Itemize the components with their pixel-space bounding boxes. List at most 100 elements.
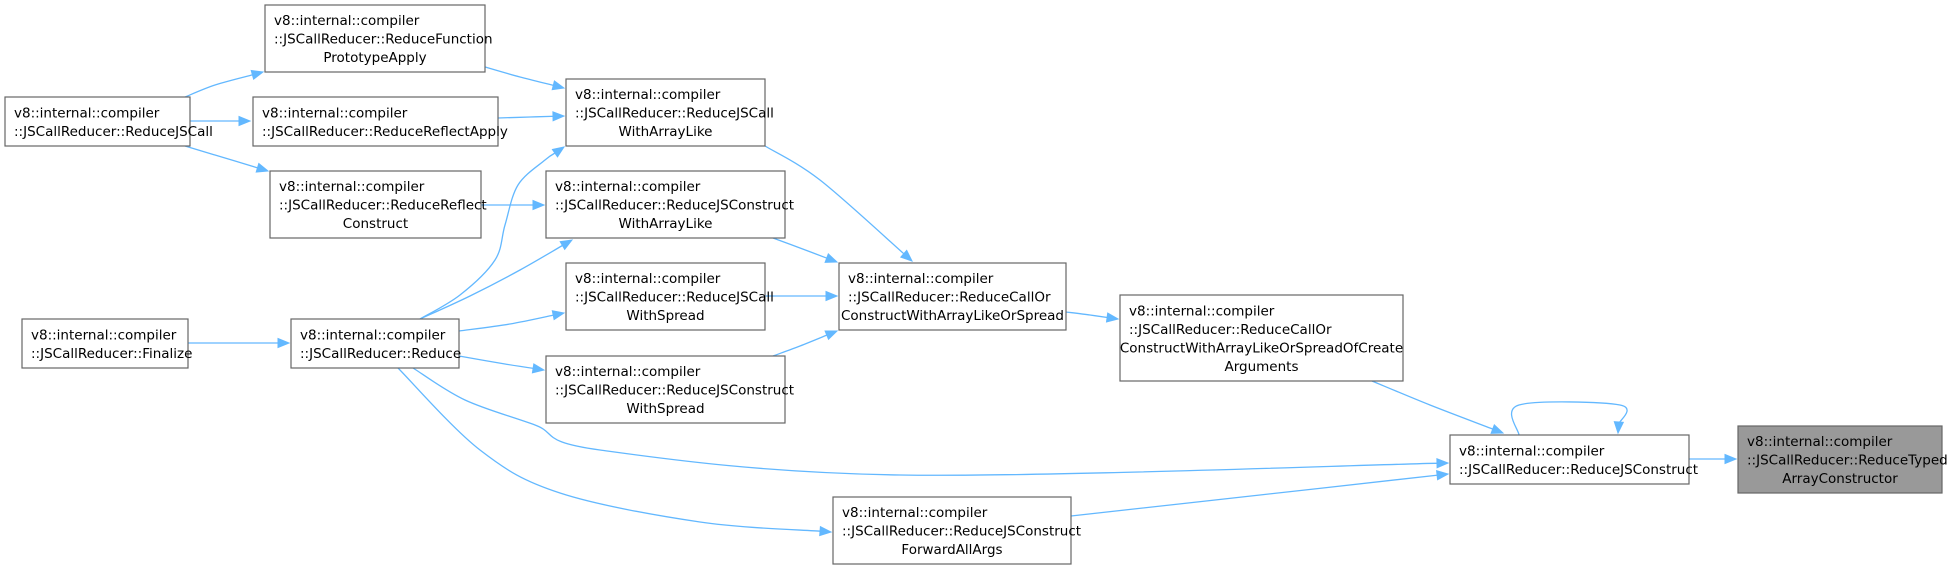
arrowhead-icon: [819, 525, 833, 537]
node-reduceJSCall[interactable]: v8::internal::compiler::JSCallReducer::R…: [4, 96, 213, 147]
node-label-line: ::JSCallReducer::ReduceCallOr: [1129, 322, 1332, 338]
edge-line: [184, 145, 260, 170]
node-box: [565, 262, 766, 331]
arrowhead-icon: [1613, 421, 1625, 435]
arrowhead-icon: [532, 199, 546, 211]
node-box: [832, 496, 1072, 565]
node-label-line: v8::internal::compiler: [1747, 434, 1893, 450]
edge-reduce-to-reduceJSConstruct: [412, 367, 1450, 476]
node-box: [252, 96, 499, 147]
node-label-line: v8::internal::compiler: [14, 105, 160, 121]
edge-line: [484, 66, 556, 87]
edge-reduceReflectApply-to-reduceJSCallWithArrayLike: [497, 111, 566, 122]
node-label-line: v8::internal::compiler: [274, 13, 420, 29]
edge-line: [458, 355, 536, 370]
node-label-line: ConstructWithArrayLikeOrSpreadOfCreate: [1120, 340, 1403, 356]
edge-line: [184, 73, 255, 98]
edge-reduceJSCall-to-reduceReflectApply: [189, 115, 252, 127]
node-label-line: ::JSCallReducer::ReduceReflect: [279, 198, 487, 214]
edge-line: [1371, 380, 1495, 431]
node-reduceJSConstructForwardAllArgs[interactable]: v8::internal::compiler::JSCallReducer::R…: [832, 496, 1081, 565]
node-reduceJSCallWithSpread[interactable]: v8::internal::compiler::JSCallReducer::R…: [565, 262, 774, 331]
node-finalize[interactable]: v8::internal::compiler::JSCallReducer::F…: [21, 318, 192, 369]
arrowhead-icon: [824, 330, 839, 341]
node-label-line: ConstructWithArrayLikeOrSpread: [841, 308, 1064, 324]
node-label-line: Arguments: [1224, 359, 1298, 375]
arrowhead-icon: [1436, 457, 1450, 469]
edge-reduceReflectConstruct-to-reduceJSConstructWithArrayLike: [481, 199, 546, 211]
node-reduceJSCallWithArrayLike[interactable]: v8::internal::compiler::JSCallReducer::R…: [565, 78, 774, 147]
node-reduceCallOrConstructWithArrayLikeOrSpreadOfCreateArguments[interactable]: v8::internal::compiler::JSCallReducer::R…: [1119, 294, 1404, 382]
node-label-line: ::JSCallReducer::ReduceCallOr: [848, 290, 1051, 306]
node-label-line: v8::internal::compiler: [300, 327, 446, 343]
node-label-line: v8::internal::compiler: [1459, 443, 1605, 459]
node-box: [290, 318, 460, 369]
arrowhead-icon: [277, 337, 291, 349]
node-box: [838, 262, 1067, 331]
edge-line: [419, 151, 557, 320]
node-label-line: WithArrayLike: [619, 216, 713, 232]
node-box: [1737, 425, 1943, 494]
edge-reduceJSConstructWithSpread-to-reduceCallOrConstructWithArrayLikeOrSpread: [772, 330, 839, 357]
edge-reduceJSCall-to-reduceReflectConstruct: [184, 145, 270, 173]
node-label-line: WithSpread: [626, 401, 704, 417]
edge-reduce-to-reduceJSConstructForwardAllArgs: [397, 367, 833, 537]
node-label-line: ::JSCallReducer::ReduceJSConstruct: [555, 198, 794, 214]
edge-reduceJSConstruct-to-reduceTypedArrayConstructor: [1689, 453, 1738, 465]
node-label-line: v8::internal::compiler: [279, 179, 425, 195]
arrowhead-icon: [899, 249, 913, 262]
edge-reduceJSConstructForwardAllArgs-to-reduceJSConstruct: [1070, 470, 1450, 517]
node-label-line: v8::internal::compiler: [848, 271, 994, 287]
node-label-line: v8::internal::compiler: [575, 87, 721, 103]
edge-reduceJSCallWithSpread-to-reduceCallOrConstructWithArrayLikeOrSpread: [765, 290, 839, 302]
edge-reduce-to-reduceJSCallWithSpread: [458, 310, 566, 332]
node-reduceReflectApply[interactable]: v8::internal::compiler::JSCallReducer::R…: [252, 96, 508, 147]
edge-line: [764, 145, 906, 256]
edge-reduce-to-reduceJSConstructWithSpread: [458, 355, 546, 374]
edge-reduceCallOrConstructWithArrayLikeOrSpread-to-reduceCallOrConstructWithArrayLikeOrSpreadOfCreateArguments: [1065, 311, 1120, 323]
node-label-line: ::JSCallReducer::ReduceFunction: [274, 32, 493, 48]
node-reduceJSConstructWithArrayLike[interactable]: v8::internal::compiler::JSCallReducer::R…: [545, 170, 794, 239]
edge-finalize-to-reduce: [188, 337, 291, 349]
node-label-line: v8::internal::compiler: [555, 179, 701, 195]
node-reduceCallOrConstructWithArrayLikeOrSpread[interactable]: v8::internal::compiler::JSCallReducer::R…: [838, 262, 1067, 331]
node-label-line: ::JSCallReducer::ReduceJSConstruct: [555, 383, 794, 399]
node-label-line: ::JSCallReducer::ReduceReflectApply: [262, 124, 508, 140]
arrowhead-icon: [531, 363, 546, 374]
edge-line: [497, 115, 556, 119]
node-reduceJSConstructWithSpread[interactable]: v8::internal::compiler::JSCallReducer::R…: [545, 355, 794, 424]
node-box: [545, 170, 786, 239]
arrowhead-icon: [255, 162, 270, 173]
edge-reduce-to-reduceJSConstructWithArrayLike: [419, 239, 574, 320]
node-label-line: v8::internal::compiler: [31, 327, 177, 343]
node-box: [21, 318, 189, 369]
node-box: [264, 4, 486, 73]
arrowhead-icon: [559, 239, 574, 251]
arrowhead-icon: [551, 310, 566, 321]
node-label-line: PrototypeApply: [323, 50, 426, 66]
node-label-line: ::JSCallReducer::ReduceJSCall: [575, 106, 774, 122]
node-reduceJSConstruct[interactable]: v8::internal::compiler::JSCallReducer::R…: [1449, 434, 1698, 485]
edge-reduceJSCall-to-reduceFunctionPrototypeApply: [184, 69, 265, 98]
node-label-line: ::JSCallReducer::ReduceJSConstruct: [842, 524, 1081, 540]
node-box: [565, 78, 766, 147]
node-label-line: v8::internal::compiler: [262, 105, 408, 121]
edge-line: [772, 237, 829, 260]
node-reduceReflectConstruct[interactable]: v8::internal::compiler::JSCallReducer::R…: [269, 170, 487, 239]
node-box: [1119, 294, 1404, 382]
node-reduceTypedArrayConstructor[interactable]: v8::internal::compiler::JSCallReducer::R…: [1737, 425, 1947, 494]
node-label-line: ::JSCallReducer::ReduceJSCall: [14, 124, 213, 140]
node-label-line: ::JSCallReducer::ReduceJSConstruct: [1459, 462, 1698, 478]
node-label-line: ::JSCallReducer::Finalize: [31, 346, 192, 362]
nodes-layer: v8::internal::compiler::JSCallReducer::R…: [4, 4, 1947, 565]
edge-line: [458, 314, 556, 332]
node-box: [269, 170, 482, 239]
node-label-line: Construct: [343, 216, 408, 232]
node-label-line: v8::internal::compiler: [842, 505, 988, 521]
arrowhead-icon: [552, 111, 566, 122]
node-reduce[interactable]: v8::internal::compiler::JSCallReducer::R…: [290, 318, 461, 369]
edge-reduceJSConstructWithArrayLike-to-reduceCallOrConstructWithArrayLikeOrSpread: [772, 237, 839, 263]
node-reduceFunctionPrototypeApply[interactable]: v8::internal::compiler::JSCallReducer::R…: [264, 4, 493, 73]
node-label-line: ::JSCallReducer::Reduce: [300, 346, 461, 362]
